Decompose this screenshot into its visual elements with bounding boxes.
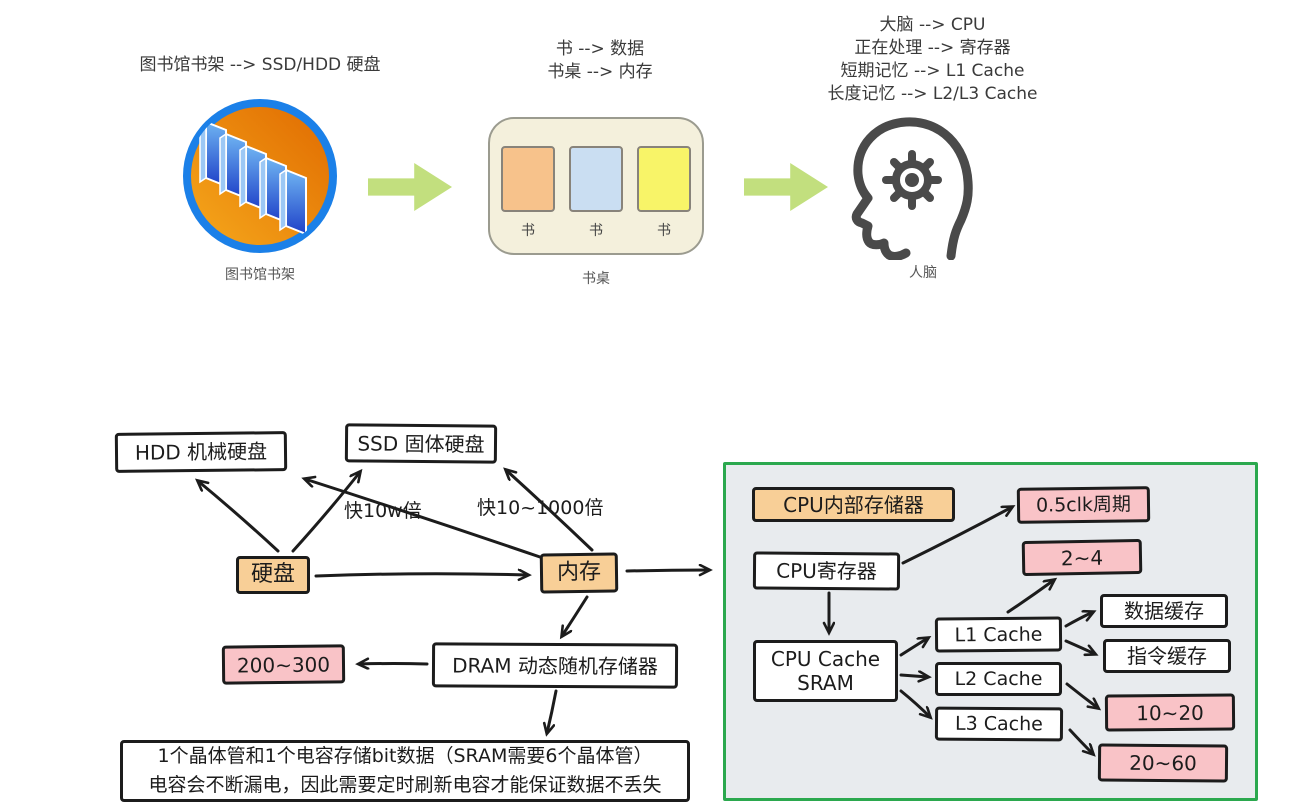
panel-node-l1-latency: 2~4 [1021,538,1143,577]
book-blue: 书 [561,146,623,240]
cache-sram-line2: SRAM [797,671,854,695]
panel-node-l2-latency: 10~20 [1104,693,1236,732]
arrow-dram-to-note [547,689,558,733]
book-orange-icon [493,146,555,217]
desk-analogy-line1: 书 --> 数据 [555,39,645,59]
panel-node-data-cache: 数据缓存 [1100,594,1228,628]
library-analogy-title: 图书馆书架 --> SSD/HDD 硬盘 [139,55,381,75]
flow-arrow-2-icon [744,163,828,211]
book-label: 书 [589,223,603,239]
node-dram-note: 1个晶体管和1个电容存储bit数据（SRAM需要6个晶体管） 电容会不断漏电，因… [120,740,690,802]
brain-analogy-title: 大脑 --> CPU 正在处理 --> 寄存器 短期记忆 --> L1 Cach… [810,14,1055,106]
panel-node-l3-latency: 20~60 [1097,743,1229,783]
cache-sram-line1: CPU Cache [770,647,881,671]
panel-node-internal-storage: CPU内部存储器 [752,487,955,522]
brain-analogy-line2: 正在处理 --> 寄存器 [854,38,1011,58]
node-ssd: SSD 固体硬盘 [344,423,498,464]
library-caption: 图书馆书架 [225,267,295,283]
book-orange: 书 [493,146,555,240]
arrow-memory-to-dram [562,595,589,636]
arrow-disk-to-hdd [198,481,280,553]
node-memory: 内存 [539,552,619,594]
panel-node-l3: L3 Cache [934,706,1064,742]
brain-analogy-line1: 大脑 --> CPU [879,15,986,35]
flow-arrow-1-icon [368,163,452,211]
panel-node-l2: L2 Cache [935,662,1062,696]
desk-caption: 书桌 [582,271,610,287]
dram-note-line2: 电容会不断漏电，因此需要定时刷新电容才能保证数据不丢失 [148,774,662,796]
arrow-memory-to-cpu-panel [625,570,709,571]
brain-analogy-line3: 短期记忆 --> L1 Cache [840,61,1025,81]
book-yellow-icon [629,146,691,217]
panel-node-register: CPU寄存器 [752,551,901,591]
panel-node-instr-cache: 指令缓存 [1103,639,1231,673]
panel-node-register-latency: 0.5clk周期 [1016,486,1151,524]
book-label: 书 [521,223,535,239]
desk-analogy-line2: 书桌 --> 内存 [547,62,653,82]
edge-label-mem-vs-ssd: 快10~1000倍 [477,497,604,519]
node-dram: DRAM 动态随机存储器 [431,642,679,689]
node-disk: 硬盘 [236,556,310,594]
arrow-disk-to-memory [314,574,528,576]
desk-analogy-title: 书 --> 数据 书桌 --> 内存 [490,38,710,84]
book-label: 书 [657,223,671,239]
brain-analogy-line4: 长度记忆 --> L2/L3 Cache [827,84,1038,104]
brain-caption: 人脑 [909,265,937,281]
node-dram-latency: 200~300 [221,644,346,685]
library-shelf-icon [180,96,340,256]
panel-node-cache-sram: CPU Cache SRAM [753,640,898,702]
desk-icon: 书 书 书 [488,117,704,255]
dram-note-line1: 1个晶体管和1个电容存储bit数据（SRAM需要6个晶体管） [157,745,653,767]
node-hdd: HDD 机械硬盘 [114,431,288,473]
edge-label-mem-vs-hdd: 快10w倍 [344,500,422,522]
arrow-dram-to-latency [359,664,429,665]
book-blue-icon [561,146,623,217]
book-yellow: 书 [629,146,691,240]
panel-node-l1: L1 Cache [934,616,1063,653]
brain-icon [848,110,980,261]
